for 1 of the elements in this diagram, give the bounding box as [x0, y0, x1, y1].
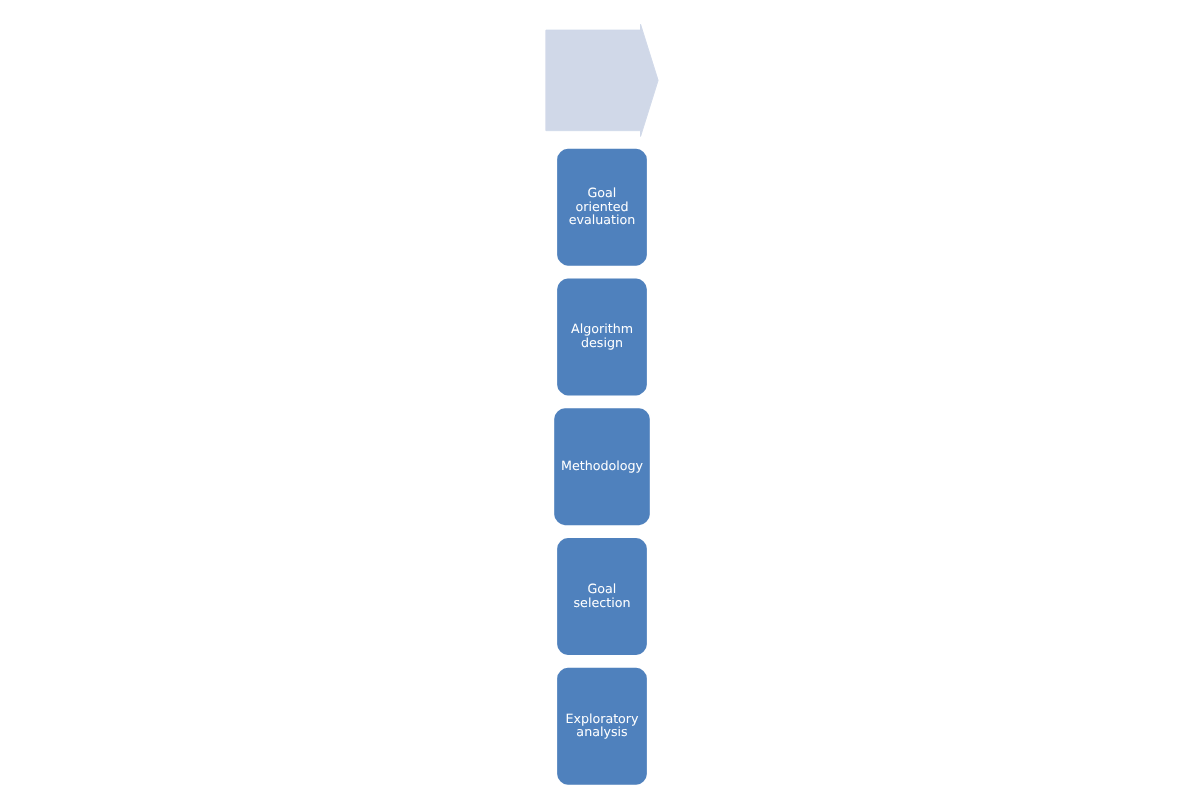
node-arrow: [545, 23, 659, 137]
